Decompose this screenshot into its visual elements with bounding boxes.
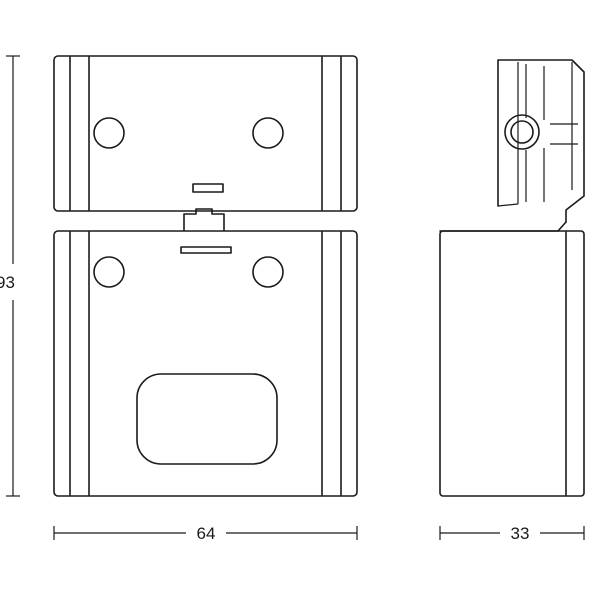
side-lower-top (439, 221, 567, 232)
connector-tab (183, 208, 225, 231)
side-view (439, 59, 585, 497)
upper-outline (53, 55, 358, 212)
side-hole (510, 120, 534, 144)
upper-slot (192, 183, 224, 193)
side-upper-bottom (497, 203, 519, 207)
upper-right-mounting-hole (252, 117, 284, 149)
lower-right-mounting-hole (252, 256, 284, 288)
lower-left-mounting-hole (93, 256, 125, 288)
lower-outline (53, 230, 358, 497)
height-dim-label: 93 (0, 273, 15, 292)
upper-left-mounting-hole (93, 117, 125, 149)
lower-slot (180, 246, 232, 254)
side-hole-rim (504, 114, 540, 150)
depth-dim-label: 33 (511, 524, 530, 543)
height-dimension: 93 (0, 55, 20, 497)
side-upper-profile (497, 59, 585, 223)
front-view-lower-part (53, 230, 358, 497)
width-dimension: 64 (53, 524, 358, 543)
front-view-upper-part (53, 55, 358, 212)
depth-dimension: 33 (439, 524, 585, 543)
cable-window (136, 373, 278, 465)
side-lower-outline (439, 230, 585, 497)
width-dim-label: 64 (197, 524, 216, 543)
